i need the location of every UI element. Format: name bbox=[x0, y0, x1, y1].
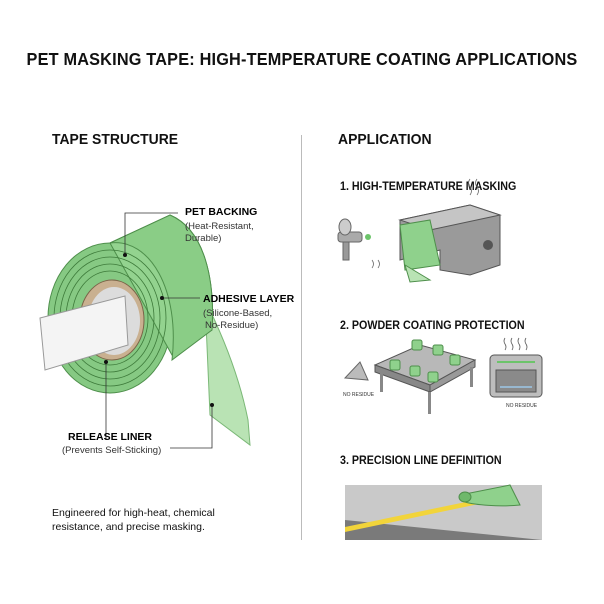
page-title: PET MASKING TAPE: HIGH-TEMPERATURE COATI… bbox=[26, 49, 578, 69]
powder-spray-nozzle-icon bbox=[343, 361, 369, 381]
application-1-label: 1. HIGH-TEMPERATURE MASKING bbox=[340, 181, 517, 193]
application-2-label: 2. POWDER COATING PROTECTION bbox=[340, 320, 525, 332]
callout-desc: (Prevents Self-Sticking) bbox=[62, 445, 161, 456]
no-residue-caption: NO RESIDUE bbox=[506, 403, 538, 409]
callout-desc: (Silicone-Based, bbox=[203, 308, 272, 319]
callout-desc: (Heat-Resistant, bbox=[185, 221, 254, 232]
masking-caps bbox=[389, 339, 461, 383]
column-divider bbox=[301, 135, 302, 540]
callout-release-liner: RELEASE LINER bbox=[68, 431, 152, 443]
masking-tape-applied bbox=[399, 219, 441, 271]
callout-pet-backing: PET BACKING bbox=[185, 206, 257, 218]
rack-table bbox=[373, 344, 477, 414]
footer-text: Engineered for high-heat, chemical resis… bbox=[52, 507, 215, 533]
no-residue-caption: NO RESIDUE bbox=[343, 392, 375, 398]
curing-oven-icon bbox=[489, 337, 543, 398]
release-liner bbox=[39, 295, 129, 371]
yellow-paint-line bbox=[345, 497, 493, 532]
application-3-label: 3. PRECISION LINE DEFINITION bbox=[340, 455, 502, 467]
application-heading: APPLICATION bbox=[338, 131, 432, 148]
callout-desc: Durable) bbox=[185, 233, 221, 244]
callout-desc: No-Residue) bbox=[205, 320, 258, 331]
spray-gun-icon bbox=[337, 218, 371, 261]
callout-adhesive-layer: ADHESIVE LAYER bbox=[203, 293, 295, 305]
tape-strip bbox=[204, 299, 251, 447]
tape-structure-heading: TAPE STRUCTURE bbox=[52, 131, 179, 148]
